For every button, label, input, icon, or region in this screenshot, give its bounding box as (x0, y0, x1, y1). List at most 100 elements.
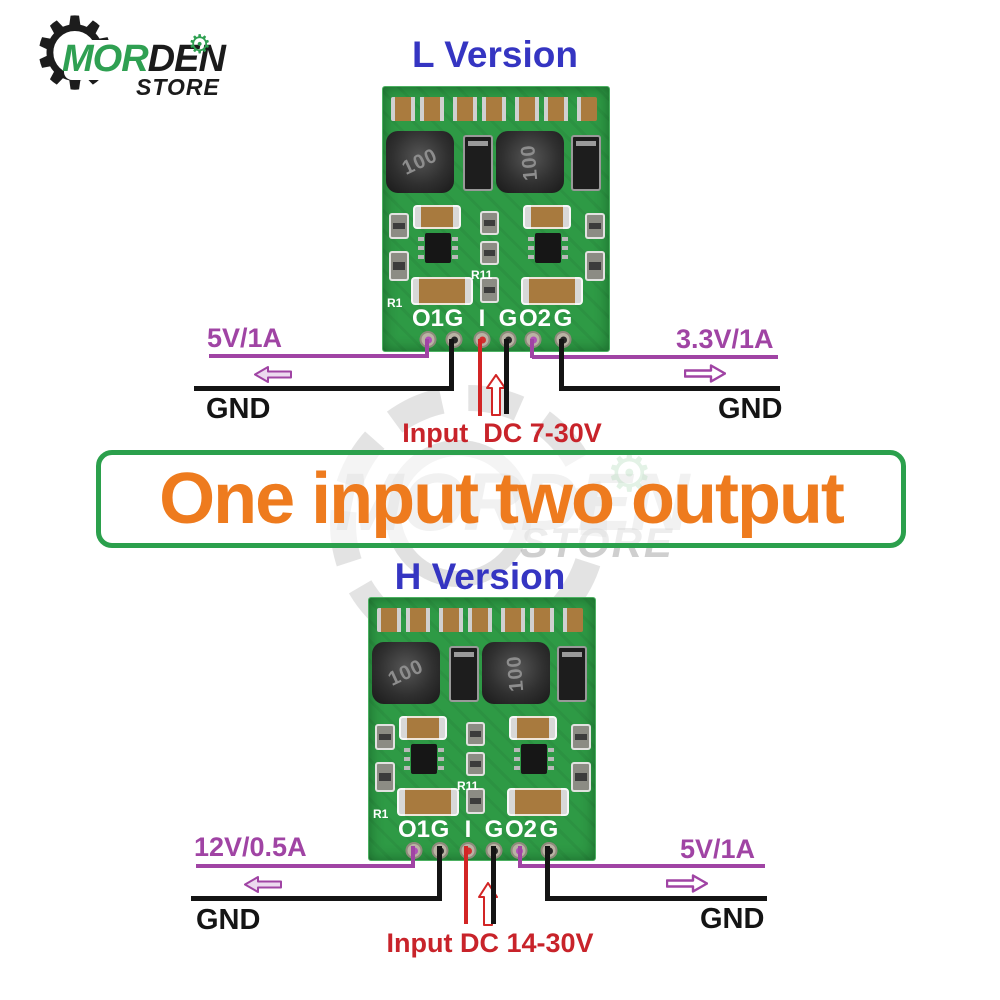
pin-label-i: I (464, 816, 472, 843)
output2-wire (518, 846, 522, 868)
h-version-board: 100 100 R11 R1 O1 G I G O2 G (368, 597, 596, 861)
output2-wire (530, 339, 534, 358)
brand-part-green: MOR (62, 38, 149, 80)
inductor-marking: 100 (516, 142, 543, 182)
diode-2 (571, 135, 601, 191)
output1-wire (209, 354, 429, 358)
resistor (480, 211, 499, 235)
pin-label-g: G (444, 305, 464, 332)
output-left-arrow-icon (254, 366, 292, 383)
l-left-output-label: 5V/1A (207, 323, 283, 353)
ground-wire (559, 386, 780, 391)
ref-r11: R11 (457, 779, 479, 793)
output1-wire (411, 846, 415, 868)
output2-wire (532, 355, 778, 359)
l-version-title: L Version (412, 34, 578, 75)
regulator-ic-2 (528, 233, 568, 263)
h-right-gnd-label: GND (700, 903, 765, 935)
diode-1 (463, 135, 493, 191)
regulator-ic-1 (404, 744, 444, 774)
regulator-ic-1 (418, 233, 458, 263)
h-version-title: H Version (394, 556, 566, 597)
resistor (466, 788, 485, 814)
output1-wire (196, 864, 415, 868)
capacitor (399, 716, 447, 740)
pin-label-g: G (430, 816, 450, 843)
small-gear-icon: ⚙ (188, 30, 212, 60)
inductor-1: 100 (386, 131, 454, 193)
ground-wire (545, 896, 767, 901)
ref-r11: R11 (471, 268, 493, 282)
ref-r1: R1 (387, 296, 403, 310)
l-input-label: Input DC 7-30V (402, 418, 602, 448)
capacitor (523, 205, 571, 229)
pin-label-o2: O2 (518, 305, 552, 332)
ground-wire (559, 339, 564, 391)
pin-pad-i (473, 331, 491, 348)
l-right-output-label: 3.3V/1A (676, 324, 774, 354)
brand-store-text: STORE (136, 74, 220, 100)
ground-wire (191, 896, 442, 901)
capacitor-row (377, 608, 583, 632)
input-wire (464, 846, 468, 924)
capacitor-row (391, 97, 597, 121)
resistor (571, 724, 591, 750)
output-left-arrow-icon (244, 876, 282, 893)
diode-1 (449, 646, 479, 702)
pin-label-o1: O1 (397, 816, 431, 843)
inductor-1: 100 (372, 642, 440, 704)
ground-wire (437, 846, 442, 901)
resistor (571, 762, 591, 792)
resistor (480, 277, 499, 303)
pin-pad-i (459, 842, 477, 859)
capacitor (411, 277, 473, 305)
input-ground-wire (504, 339, 509, 414)
resistor (585, 251, 605, 281)
l-right-gnd-label: GND (718, 393, 783, 425)
inductor-marking: 100 (384, 654, 427, 691)
capacitor (397, 788, 459, 816)
resistor (389, 213, 409, 239)
h-left-output-label: 12V/0.5A (194, 832, 307, 862)
resistor (375, 724, 395, 750)
output1-wire (425, 339, 429, 358)
resistor (466, 752, 485, 776)
input-ground-wire (491, 846, 496, 924)
banner-text: One input two output (159, 459, 845, 539)
resistor (585, 213, 605, 239)
pin-label-g: G (498, 305, 518, 332)
output-right-arrow-icon (684, 364, 726, 383)
l-left-gnd-label: GND (206, 393, 271, 425)
pin-label-i: I (478, 305, 486, 332)
brand-part-black: DEN (147, 38, 226, 80)
logo-background (64, 40, 196, 80)
resistor (389, 251, 409, 281)
inductor-2: 100 (482, 642, 550, 704)
h-left-gnd-label: GND (196, 904, 261, 936)
ground-wire (545, 846, 550, 901)
ground-wire (449, 339, 454, 390)
pin-label-o1: O1 (411, 305, 445, 332)
capacitor (413, 205, 461, 229)
input-up-arrow-icon (486, 374, 506, 416)
regulator-ic-2 (514, 744, 554, 774)
pin-label-g: G (484, 816, 504, 843)
capacitor (509, 716, 557, 740)
output-right-arrow-icon (666, 874, 708, 893)
inductor-marking: 100 (502, 653, 529, 693)
inductor-marking: 100 (398, 143, 441, 180)
diode-2 (557, 646, 587, 702)
h-right-output-label: 5V/1A (680, 834, 756, 864)
ref-r1: R1 (373, 807, 389, 821)
capacitor (507, 788, 569, 816)
resistor (375, 762, 395, 792)
output2-wire (520, 864, 765, 868)
inductor-2: 100 (496, 131, 564, 193)
l-version-board: 100 100 R11 R1 O1 G I G O2 G (382, 86, 610, 352)
pin-label-o2: O2 (504, 816, 538, 843)
resistor (480, 241, 499, 265)
ground-wire (194, 386, 454, 391)
input-wire (478, 339, 482, 416)
pin-label-g: G (539, 816, 559, 843)
